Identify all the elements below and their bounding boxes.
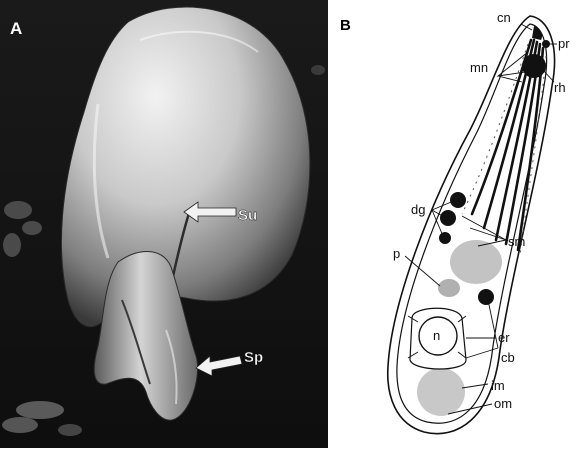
p-body — [438, 279, 460, 297]
schematic: B — [332, 0, 585, 448]
label-pr: pr — [558, 36, 570, 51]
label-n: n — [433, 328, 440, 343]
label-cn: cn — [497, 10, 511, 25]
label-im: im — [491, 378, 505, 393]
im-gray-body — [417, 368, 465, 416]
rhoptry — [522, 54, 546, 78]
panel-b-diagram: B — [332, 0, 585, 448]
micrograph-image: A Su Sp — [0, 0, 328, 448]
sp-label: Sp — [244, 349, 263, 366]
panel-b-label: B — [340, 17, 351, 34]
label-om: om — [494, 396, 512, 411]
label-sm: sm — [508, 234, 525, 249]
dense-granule-2 — [440, 210, 456, 226]
dense-granule-3 — [439, 232, 451, 244]
label-rh: rh — [554, 80, 566, 95]
dense-granule-1 — [450, 192, 466, 208]
label-dg: dg — [411, 202, 425, 217]
dense-granule-4 — [478, 289, 494, 305]
sm-gray-body — [450, 240, 502, 284]
panel-a-label: A — [10, 19, 22, 38]
panel-a-micrograph: A Su Sp — [0, 0, 328, 448]
label-p: p — [393, 246, 400, 261]
label-er: er — [498, 330, 510, 345]
label-cb: cb — [501, 350, 515, 365]
label-mn: mn — [470, 60, 488, 75]
su-label: Su — [238, 207, 257, 224]
